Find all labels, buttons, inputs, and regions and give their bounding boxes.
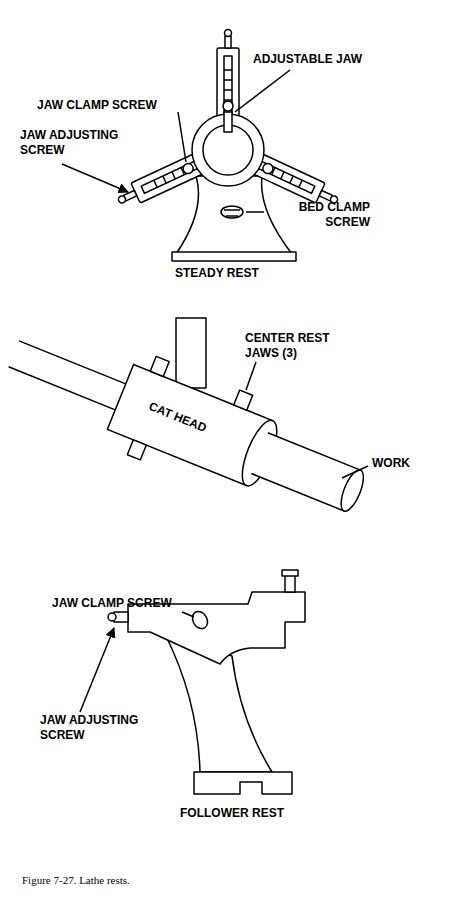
adjustable-jaw-tip <box>224 112 232 132</box>
leader-line <box>182 612 194 617</box>
jaw-adjusting-knob <box>108 613 116 621</box>
center-rest-jaw <box>127 440 146 460</box>
top-jaw-screw <box>285 575 295 592</box>
part-label: FOLLOWER REST <box>180 806 284 821</box>
leader-arrow <box>80 628 114 712</box>
part-label: JAW ADJUSTING SCREW <box>20 128 132 158</box>
leader-line <box>178 112 186 162</box>
part-label: STEADY REST <box>175 266 259 281</box>
leader-arrow <box>62 164 128 192</box>
top-jaw-screw-head <box>282 570 298 576</box>
leader-line <box>235 70 290 112</box>
center-rest-frame <box>176 318 206 388</box>
part-label: JAW ADJUSTING SCREW <box>40 713 152 743</box>
bed-clamp-screw <box>221 206 243 218</box>
leader-line <box>246 362 256 390</box>
center-rest <box>0 307 379 541</box>
steady-rest-foot <box>172 252 296 261</box>
work-edge <box>268 433 361 470</box>
part-label: ADJUSTABLE JAW <box>253 52 362 67</box>
bed-clamp-screw-slot <box>224 210 240 216</box>
work-shaft <box>9 367 116 410</box>
part-label: JAW CLAMP SCREW <box>37 98 157 113</box>
part-label: CENTER REST JAWS (3) <box>245 331 353 361</box>
leader-line <box>246 211 264 213</box>
figure-caption: Figure 7-27. Lathe rests. <box>22 874 130 886</box>
jaw-clamp-screw <box>189 609 210 632</box>
center-rest-jaw <box>150 356 169 376</box>
leader-line <box>342 466 368 478</box>
work-edge <box>251 473 344 510</box>
part-label: WORK <box>372 456 410 471</box>
work-end <box>337 467 368 514</box>
follower-rest-base <box>194 772 292 794</box>
steady-rest-base <box>176 176 292 254</box>
part-label: BED CLAMP SCREW <box>266 200 370 230</box>
part-label: JAW CLAMP SCREW <box>52 596 172 611</box>
center-rest-jaw <box>234 390 253 410</box>
